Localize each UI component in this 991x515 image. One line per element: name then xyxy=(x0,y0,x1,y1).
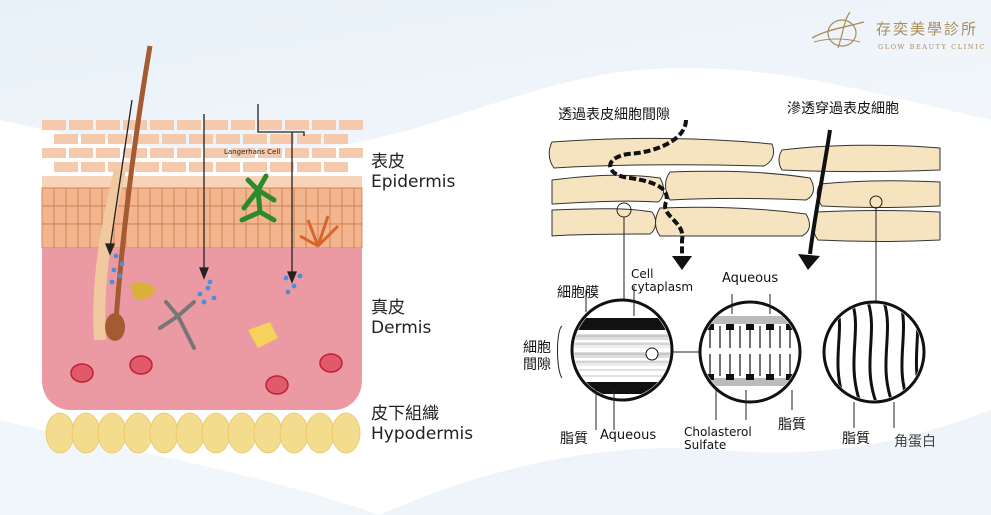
cholesterol-sulfate-label: Cholasterol Sulfate xyxy=(684,426,752,452)
circle2-lipid-label: 脂質 xyxy=(778,417,806,433)
circle2-aqueous-label: Aqueous xyxy=(722,271,779,286)
corneocyte-layers xyxy=(548,137,941,242)
drug-particles xyxy=(109,253,303,305)
label-epidermis-en: Epidermis xyxy=(371,172,456,192)
label-epidermis-cn: 表皮 xyxy=(371,152,405,172)
dermal-cell xyxy=(248,322,278,348)
cytoplasm-label-line1: Cell xyxy=(631,267,654,281)
gap-label-line2: 間隙 xyxy=(523,357,551,373)
blood-vessels xyxy=(70,353,343,395)
cytoplasm-label-line2: cytaplasm xyxy=(631,280,694,294)
skin-cross-section: Langerhans Cell xyxy=(41,45,363,454)
penetration-pathway-diagram xyxy=(548,119,941,430)
keratin-label: 角蛋白 xyxy=(894,434,936,450)
gap-detail-circle xyxy=(570,298,674,402)
hypodermis-layer xyxy=(45,412,361,454)
fibroblast xyxy=(158,300,196,350)
circle3-lipid-label: 脂質 xyxy=(842,431,870,447)
brand-emblem-icon xyxy=(811,11,865,49)
label-dermis: 真皮 Dermis xyxy=(371,298,431,338)
cholesterol-line2: Sulfate xyxy=(684,438,727,452)
penetration-arrows xyxy=(105,99,305,284)
label-hypodermis-en: Hypodermis xyxy=(371,424,474,444)
transcellular-route xyxy=(808,129,832,255)
dermis-layer xyxy=(42,248,362,410)
intercellular-route-label: 透過表皮細胞間隙 xyxy=(558,107,670,123)
melanocyte xyxy=(299,215,340,248)
lipid-detail-circle xyxy=(698,300,802,404)
hair-follicle xyxy=(93,45,156,341)
label-dermis-cn: 真皮 xyxy=(371,298,405,318)
label-dermis-en: Dermis xyxy=(371,318,432,338)
label-epidermis: 表皮 Epidermis xyxy=(371,152,455,192)
langerhans-cell xyxy=(239,173,277,223)
langerhans-label: Langerhans Cell xyxy=(224,148,280,156)
brand-logo: 存奕美學診所 GLOW BEAUTY CLINIC xyxy=(808,8,986,56)
brand-name-cn: 存奕美學診所 xyxy=(876,20,979,38)
gap-label-line1: 細胞 xyxy=(523,340,551,356)
circle1-aqueous-label: Aqueous xyxy=(600,428,657,443)
intercellular-route xyxy=(608,119,688,256)
transcellular-route-label: 滲透穿過表皮細胞 xyxy=(787,101,899,117)
gap-label: 細胞 間隙 xyxy=(523,340,551,374)
label-hypodermis: 皮下組織 Hypodermis xyxy=(371,404,473,444)
membrane-label: 細胞膜 xyxy=(557,285,599,301)
label-hypodermis-cn: 皮下組織 xyxy=(371,404,439,424)
brand-name-en: GLOW BEAUTY CLINIC xyxy=(878,43,986,51)
keratin-detail-circle xyxy=(822,300,926,404)
stratum-corneum xyxy=(42,120,363,172)
cytoplasm-label: Cell cytaplasm xyxy=(631,268,693,294)
circle1-lipid-label: 脂質 xyxy=(560,431,588,447)
cholesterol-line1: Cholasterol xyxy=(684,425,752,439)
